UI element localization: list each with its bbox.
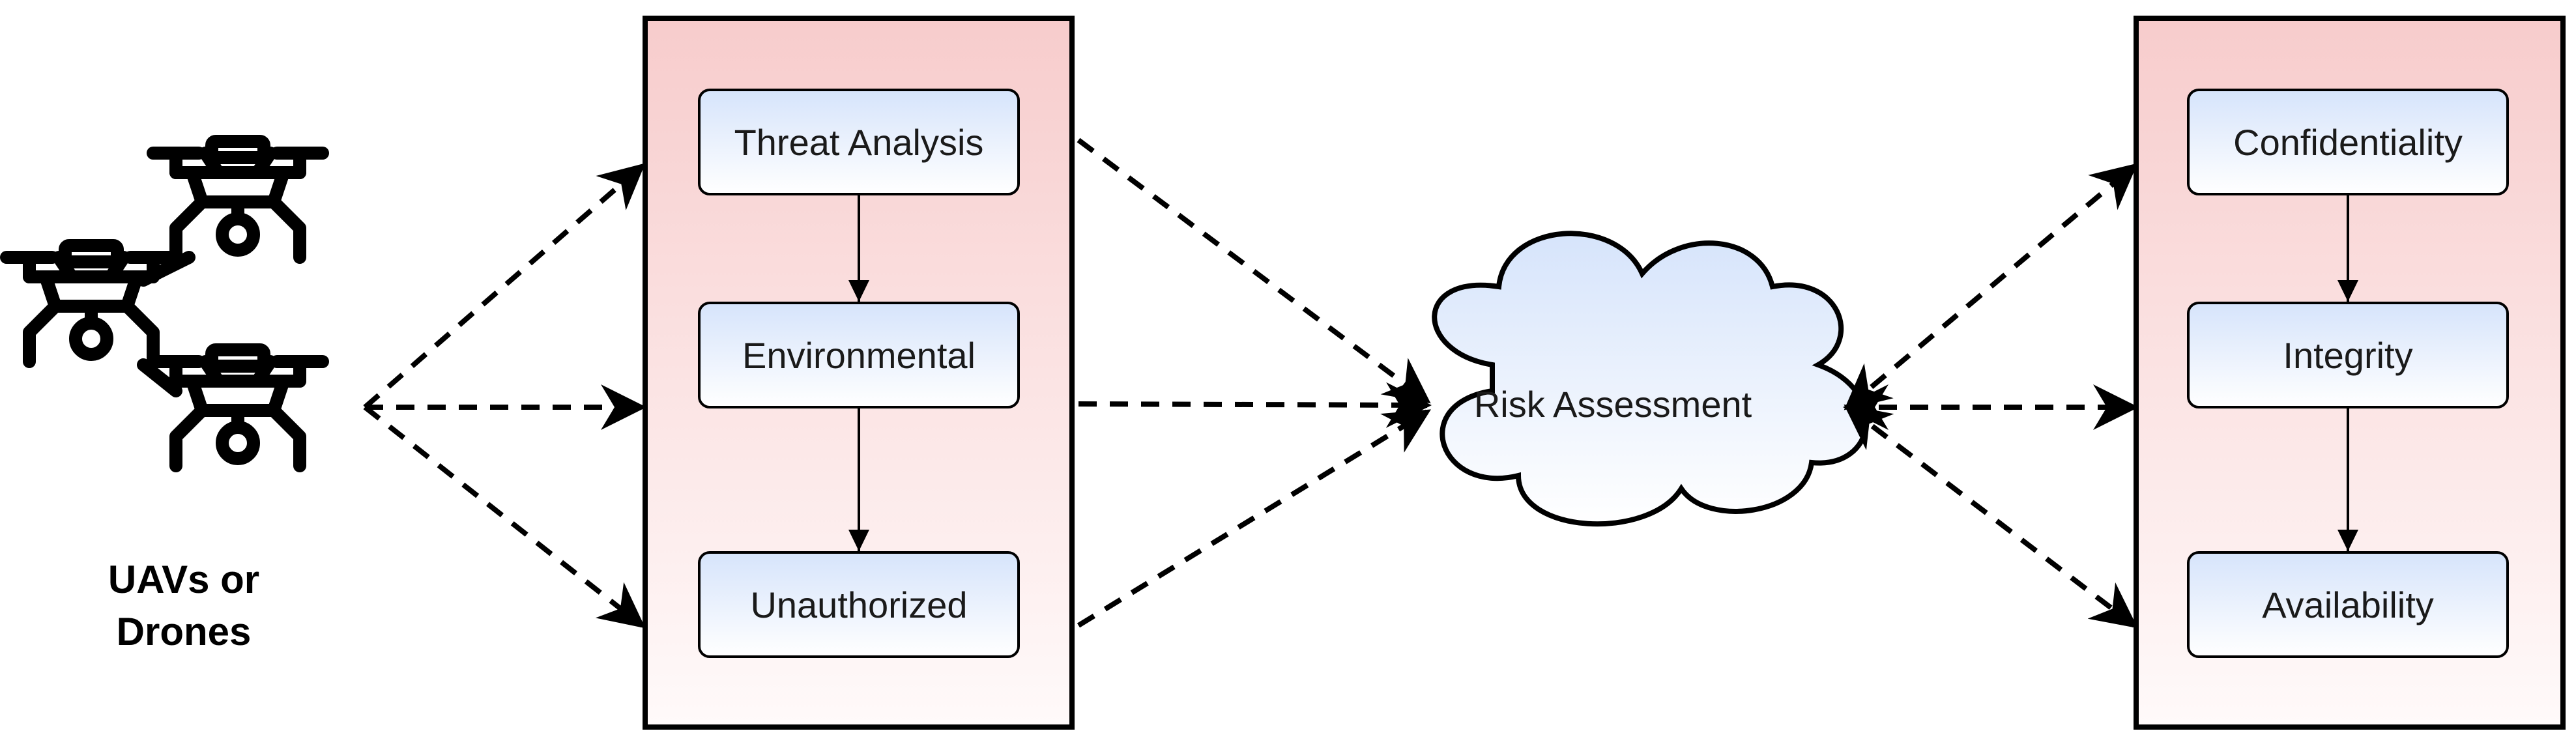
risk-assessment-label: Risk Assessment (1474, 384, 1752, 425)
arrowhead (2337, 280, 2358, 302)
drone-icon-top (153, 141, 323, 257)
dashed-arrow-risk-to-confidentiality (1844, 163, 2138, 410)
availability-label: Availability (2262, 584, 2434, 625)
source-label-line1: UAVs or (108, 558, 259, 601)
integrity-label: Integrity (2283, 335, 2412, 376)
environmental-label: Environmental (742, 335, 976, 376)
security-panel: Confidentiality Integrity Availability (2134, 16, 2566, 730)
cloud-shape (1432, 231, 1870, 527)
threat-analysis-label: Threat Analysis (734, 122, 984, 163)
source-label-line2: Drones (117, 610, 252, 653)
dashed-arrow-threat-to-risk (1077, 137, 1431, 404)
dashed-arrow-drone-to-unauthorized (363, 405, 646, 629)
confidentiality-label: Confidentiality (2233, 122, 2463, 163)
arrowhead (2337, 530, 2358, 551)
unauthorized-label: Unauthorized (750, 584, 967, 625)
risk-assessment-cloud: Risk Assessment (1432, 231, 1870, 527)
drone-link (137, 251, 195, 287)
drone-icon (7, 141, 323, 466)
dashed-arrow-environmental-to-risk (1078, 382, 1432, 428)
dashed-arrow-drone-to-threat (363, 163, 646, 410)
availability-node (2187, 551, 2509, 658)
drone-icon-bottom (153, 350, 323, 466)
arrowhead (848, 530, 869, 551)
unauthorized-node (698, 551, 1020, 658)
drone-icon-left (7, 246, 176, 362)
dashed-arrow-risk-to-availability (1844, 404, 2138, 629)
threats-panel: Threat Analysis Environmental Unauthoriz… (643, 16, 1075, 730)
dashed-arrow-unauthorized-to-risk (1077, 409, 1431, 628)
arrowhead (848, 280, 869, 302)
drone-link (137, 358, 182, 397)
